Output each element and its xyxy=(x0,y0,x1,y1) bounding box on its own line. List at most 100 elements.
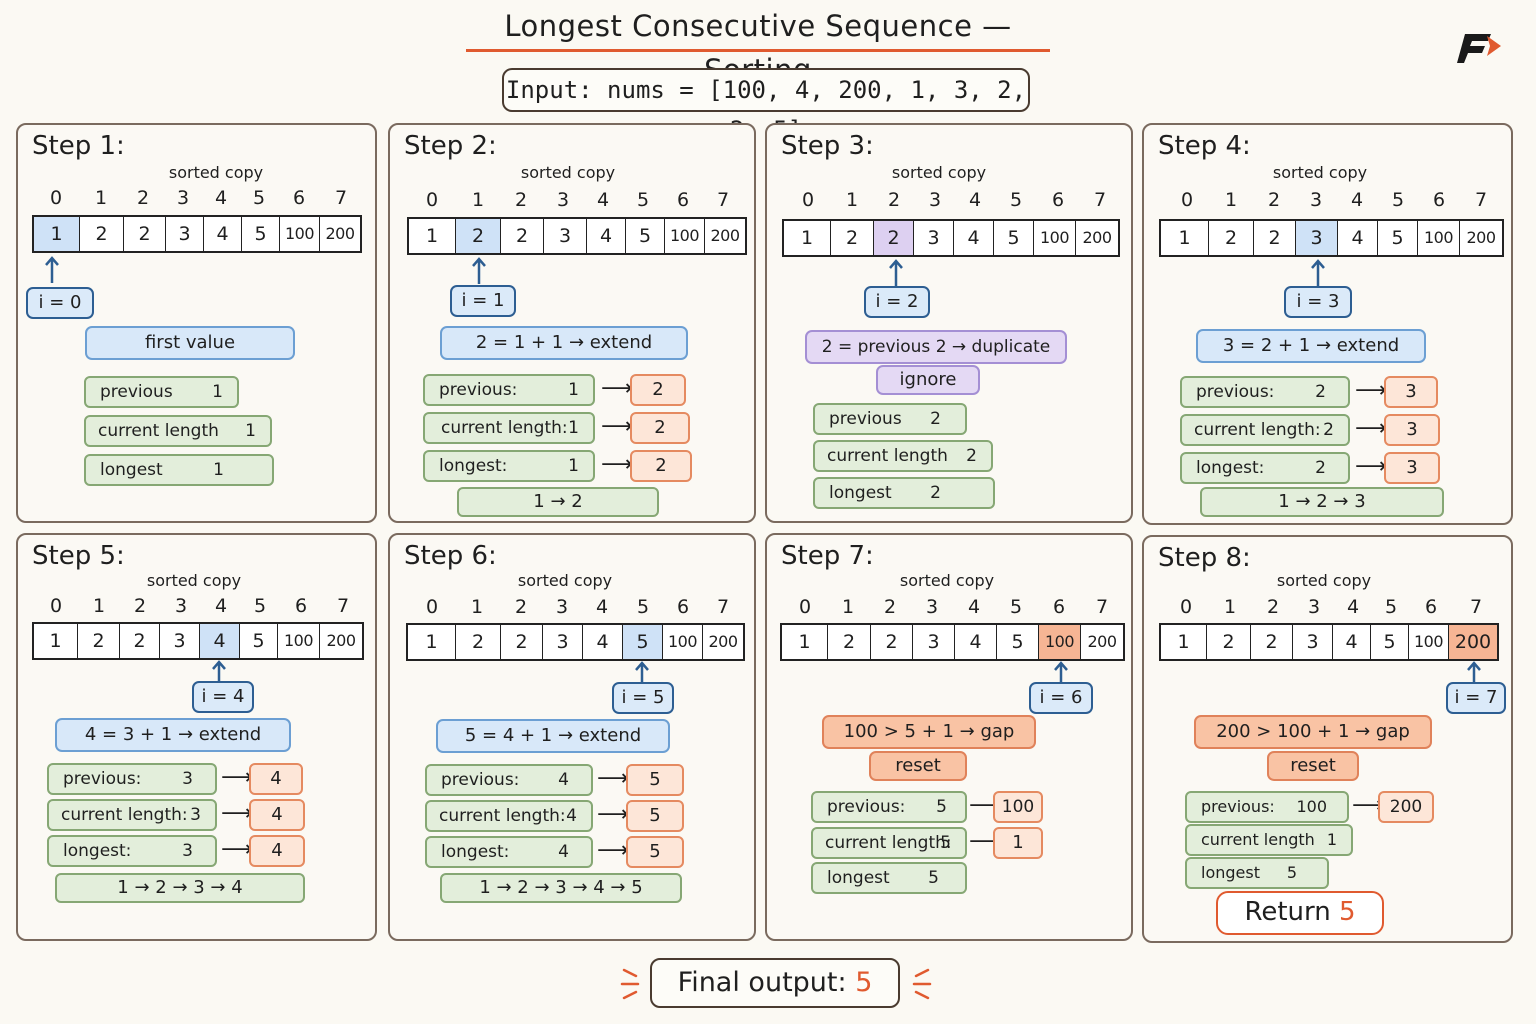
sorted-array: 1 2 2 3 4 5 100 200 xyxy=(406,623,745,661)
index: 4 xyxy=(596,189,610,211)
array-cell: 5 xyxy=(1378,221,1418,255)
new-value: 2 xyxy=(630,374,686,406)
index: 3 xyxy=(925,596,939,618)
index: 7 xyxy=(1093,189,1107,211)
array-cell: 200 xyxy=(710,226,740,245)
array-cell: 2 xyxy=(501,625,543,659)
index-row: 0 1 2 3 4 5 6 7 xyxy=(1164,596,1500,618)
array-cell: 100 xyxy=(665,219,705,253)
index: 2 xyxy=(1267,189,1281,211)
page-title: Longest Consecutive Sequence — Sorting xyxy=(466,4,1050,87)
new-value: 3 xyxy=(1384,452,1440,484)
step-note-secondary: reset xyxy=(1267,751,1359,781)
index-row: 0 1 2 3 4 5 6 7 xyxy=(1164,189,1502,211)
array-cell: 3 xyxy=(914,221,954,255)
index: 2 xyxy=(133,595,147,617)
array-cell: 5 xyxy=(623,625,663,659)
array-cell: 200 xyxy=(325,224,355,243)
index: 0 xyxy=(1180,189,1194,211)
index: 2 xyxy=(1266,596,1280,618)
index: 4 xyxy=(595,596,609,618)
index: 0 xyxy=(425,189,439,211)
step-5-panel: Step 5: sorted copy 0 1 2 3 4 5 6 7 1 2 … xyxy=(16,533,377,941)
array-cell: 5 xyxy=(1371,625,1409,659)
array-cell: 2 xyxy=(874,221,914,255)
array-cell: 4 xyxy=(1338,221,1378,255)
array-cell: 200 xyxy=(1466,228,1496,247)
step-note: 100 > 5 + 1 → gap xyxy=(822,715,1036,749)
index: 2 xyxy=(514,189,528,211)
index: 1 xyxy=(1224,189,1238,211)
array-cell: 3 xyxy=(1293,625,1333,659)
array-cell: 4 xyxy=(204,217,242,251)
array-cell: 1 xyxy=(782,625,828,659)
step-note: 2 = 1 + 1 → extend xyxy=(440,326,688,360)
sequence-chain: 1 → 2 → 3 → 4 xyxy=(55,873,305,903)
final-output: Final output: 5 xyxy=(650,958,900,1008)
sorted-array: 1 2 2 3 4 5 100 200 xyxy=(782,219,1120,257)
array-cell: 100 xyxy=(1039,625,1081,659)
new-value: 2 xyxy=(630,450,692,482)
update-arrow-icon: ⟶ xyxy=(221,801,253,826)
array-cell: 100 xyxy=(278,624,320,658)
var-previous: previous:1 xyxy=(423,374,595,406)
pointer-label: i = 2 xyxy=(864,286,930,318)
update-arrow-icon: ⟶ xyxy=(221,765,253,790)
var-previous: previous:5 xyxy=(811,791,967,823)
array-cell: 4 xyxy=(955,625,997,659)
new-value: 5 xyxy=(626,800,684,832)
sequence-chain: 1 → 2 xyxy=(457,487,659,517)
step-title: Step 4: xyxy=(1158,131,1251,161)
index: 5 xyxy=(1391,189,1405,211)
step-2-panel: Step 2: sorted copy 0 1 2 3 4 5 6 7 1 2 … xyxy=(388,123,756,523)
sorted-copy-label: sorted copy xyxy=(517,571,613,590)
var-current-length: current length:1 xyxy=(423,412,595,444)
pointer-label: i = 7 xyxy=(1446,682,1506,714)
index: 0 xyxy=(49,595,63,617)
index: 1 xyxy=(94,187,108,209)
index-row: 0 1 2 3 4 5 6 7 xyxy=(32,187,362,209)
index-row: 0 1 2 3 4 5 6 7 xyxy=(410,596,744,618)
pointer-arrow-icon xyxy=(45,256,59,283)
new-value: 3 xyxy=(1384,376,1438,408)
array-cell: 5 xyxy=(994,221,1034,255)
index: 4 xyxy=(967,596,981,618)
index-row: 0 1 2 3 4 5 6 7 xyxy=(785,189,1121,211)
array-cell: 100 xyxy=(280,217,320,251)
pointer-label: i = 3 xyxy=(1284,286,1352,318)
var-previous: previous:4 xyxy=(425,764,593,796)
array-cell: 200 xyxy=(1449,625,1497,659)
step-note-secondary: ignore xyxy=(876,365,980,395)
array-cell: 5 xyxy=(240,624,278,658)
step-note: 5 = 4 + 1 → extend xyxy=(436,719,670,753)
pointer-arrow-icon xyxy=(1311,259,1325,286)
new-value: 4 xyxy=(249,799,305,831)
index: 1 xyxy=(470,596,484,618)
array-cell: 200 xyxy=(1087,632,1117,651)
burst-left-icon xyxy=(620,968,640,1000)
sorted-array: 1 2 2 3 4 5 100 200 xyxy=(32,622,364,660)
new-value: 2 xyxy=(630,412,690,444)
new-value: 4 xyxy=(249,835,305,867)
index: 5 xyxy=(1384,596,1398,618)
var-current-length: current length:4 xyxy=(425,800,593,832)
pointer-label: i = 6 xyxy=(1029,682,1093,714)
index: 0 xyxy=(801,189,815,211)
array-cell: 1 xyxy=(409,219,456,253)
array-cell: 100 xyxy=(663,625,703,659)
update-arrow-icon: ⟶ xyxy=(1355,378,1387,403)
index: 3 xyxy=(556,189,570,211)
index-row: 0 1 2 3 4 5 6 7 xyxy=(34,595,364,617)
pointer-arrow-icon xyxy=(472,257,486,284)
pointer-arrow-icon xyxy=(889,259,903,286)
array-cell: 3 xyxy=(160,624,200,658)
array-cell: 2 xyxy=(1207,625,1251,659)
index: 5 xyxy=(253,595,267,617)
new-value: 1 xyxy=(993,827,1043,859)
index: 7 xyxy=(1474,189,1488,211)
index: 3 xyxy=(1307,596,1321,618)
index: 1 xyxy=(1223,596,1237,618)
var-longest: longest:4 xyxy=(425,836,593,868)
new-value: 5 xyxy=(626,764,684,796)
array-cell: 5 xyxy=(626,219,665,253)
